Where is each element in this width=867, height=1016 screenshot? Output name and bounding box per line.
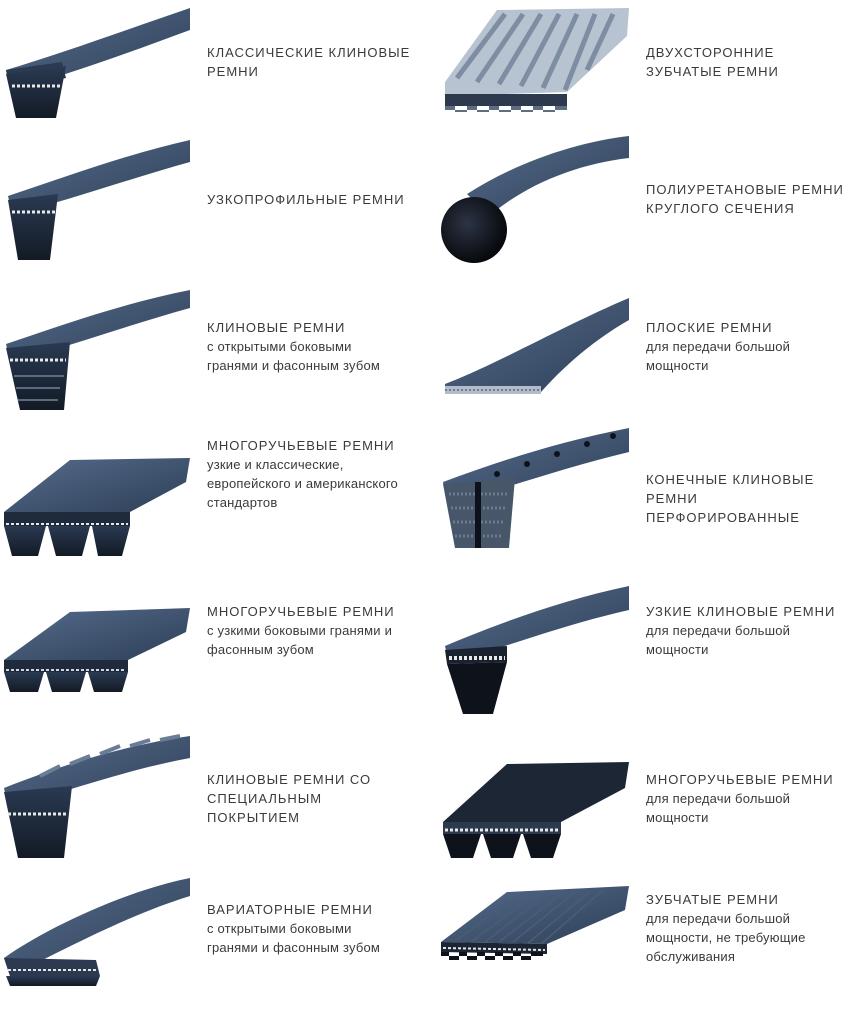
belt-description: европейского и американского bbox=[207, 476, 398, 491]
belt-title: МНОГОРУЧЬЕВЫЕ РЕМНИ bbox=[646, 772, 834, 787]
belt-title: РЕМНИ bbox=[646, 491, 698, 506]
belt-item-flat: ПЛОСКИЕ РЕМНИ для передачи большой мощно… bbox=[437, 286, 867, 426]
belt-description: для передачи большой bbox=[646, 339, 791, 354]
belt-title: УЗКИЕ КЛИНОВЫЕ РЕМНИ bbox=[646, 604, 836, 619]
belt-item-double-sided-timing: ДВУХСТОРОННИЕ ЗУБЧАТЫЕ РЕМНИ bbox=[437, 0, 867, 140]
belt-title: ДВУХСТОРОННИЕ bbox=[646, 45, 775, 60]
belt-caption: КЛИНОВЫЕ РЕМНИ СО СПЕЦИАЛЬНЫМ ПОКРЫТИЕМ bbox=[207, 770, 371, 827]
round-polyurethane-belt-icon bbox=[441, 136, 629, 263]
belt-caption: УЗКИЕ КЛИНОВЫЕ РЕМНИ для передачи большо… bbox=[646, 602, 835, 659]
narrow-profile-belt-icon bbox=[8, 140, 190, 260]
belt-item-ribbed-multi: МНОГОРУЧЬЕВЫЕ РЕМНИ с узкими боковыми гр… bbox=[0, 582, 430, 722]
belt-title: ПЕРФОРИРОВАННЫЕ bbox=[646, 510, 800, 525]
belt-description: с узкими боковыми гранями и bbox=[207, 623, 393, 638]
variable-speed-belt-icon bbox=[4, 878, 190, 986]
belt-description: мощности bbox=[646, 810, 709, 825]
belt-title: КЛАССИЧЕСКИЕ КЛИНОВЫЕ bbox=[207, 45, 411, 60]
belt-title: ВАРИАТОРНЫЕ РЕМНИ bbox=[207, 902, 373, 917]
belt-description: с открытыми боковыми bbox=[207, 921, 352, 936]
belt-item-perforated-link: КОНЕЧНЫЕ КЛИНОВЫЕ РЕМНИ ПЕРФОРИРОВАННЫЕ bbox=[437, 420, 867, 560]
double-sided-timing-belt-icon bbox=[445, 8, 629, 112]
belt-description: с открытыми боковыми bbox=[207, 339, 352, 354]
belt-caption: ДВУХСТОРОННИЕ ЗУБЧАТЫЕ РЕМНИ bbox=[646, 43, 779, 81]
belt-caption: УЗКОПРОФИЛЬНЫЕ РЕМНИ bbox=[207, 190, 405, 209]
belt-description: мощности bbox=[646, 642, 709, 657]
belt-title: КЛИНОВЫЕ РЕМНИ СО bbox=[207, 772, 372, 787]
belt-title: ЗУБЧАТЫЕ РЕМНИ bbox=[646, 892, 779, 907]
belt-title: МНОГОРУЧЬЕВЫЕ РЕМНИ bbox=[207, 604, 395, 619]
belt-description: обслуживания bbox=[646, 949, 736, 964]
belt-caption: ПОЛИУРЕТАНОВЫЕ РЕМНИ КРУГЛОГО СЕЧЕНИЯ bbox=[646, 180, 844, 218]
perforated-link-belt-icon bbox=[443, 428, 629, 548]
coated-v-belt-icon bbox=[4, 734, 190, 858]
belt-title: ПЛОСКИЕ РЕМНИ bbox=[646, 320, 773, 335]
belt-title: ПОЛИУРЕТАНОВЫЕ РЕМНИ bbox=[646, 182, 844, 197]
timing-belt-icon bbox=[441, 886, 629, 960]
belt-item-high-power-multi: МНОГОРУЧЬЕВЫЕ РЕМНИ для передачи большой… bbox=[437, 752, 867, 892]
belt-description: для передачи большой bbox=[646, 911, 791, 926]
cogged-v-belt-icon bbox=[6, 290, 190, 410]
belt-item-round-polyurethane: ПОЛИУРЕТАНОВЫЕ РЕМНИ КРУГЛОГО СЕЧЕНИЯ bbox=[437, 132, 867, 272]
belt-caption: КЛИНОВЫЕ РЕМНИ с открытыми боковыми гран… bbox=[207, 318, 380, 375]
belt-caption: МНОГОРУЧЬЕВЫЕ РЕМНИ для передачи большой… bbox=[646, 770, 834, 827]
belt-caption: КЛАССИЧЕСКИЕ КЛИНОВЫЕ РЕМНИ bbox=[207, 43, 410, 81]
classic-v-belt-icon bbox=[6, 8, 190, 118]
belt-title: УЗКОПРОФИЛЬНЫЕ РЕМНИ bbox=[207, 192, 405, 207]
belt-title: КЛИНОВЫЕ РЕМНИ bbox=[207, 320, 346, 335]
belt-caption: МНОГОРУЧЬЕВЫЕ РЕМНИ узкие и классические… bbox=[207, 436, 398, 512]
belt-description: для передачи большой bbox=[646, 791, 791, 806]
belt-description: мощности bbox=[646, 358, 709, 373]
belt-description: гранями и фасонным зубом bbox=[207, 358, 381, 373]
banded-multi-v-belt-icon bbox=[4, 458, 190, 556]
belt-title: РЕМНИ bbox=[207, 64, 259, 79]
belt-title: МНОГОРУЧЬЕВЫЕ РЕМНИ bbox=[207, 438, 395, 453]
belt-description: фасонным зубом bbox=[207, 642, 314, 657]
belt-item-classic: КЛАССИЧЕСКИЕ КЛИНОВЫЕ РЕМНИ bbox=[0, 0, 430, 140]
belt-title: ЗУБЧАТЫЕ РЕМНИ bbox=[646, 64, 779, 79]
belt-caption: ЗУБЧАТЫЕ РЕМНИ для передачи большой мощн… bbox=[646, 890, 806, 966]
belt-title: КРУГЛОГО СЕЧЕНИЯ bbox=[646, 201, 795, 216]
belt-description: для передачи большой bbox=[646, 623, 791, 638]
flat-belt-icon bbox=[445, 298, 629, 394]
high-power-multi-v-belt-icon bbox=[443, 762, 629, 858]
belt-item-variable-speed: ВАРИАТОРНЫЕ РЕМНИ с открытыми боковыми г… bbox=[0, 866, 430, 1006]
belt-title: СПЕЦИАЛЬНЫМ bbox=[207, 791, 323, 806]
belt-caption: ВАРИАТОРНЫЕ РЕМНИ с открытыми боковыми г… bbox=[207, 900, 380, 957]
belt-description: мощности, не требующие bbox=[646, 930, 806, 945]
belt-item-narrow-v: УЗКИЕ КЛИНОВЫЕ РЕМНИ для передачи большо… bbox=[437, 582, 867, 722]
belt-caption: КОНЕЧНЫЕ КЛИНОВЫЕ РЕМНИ ПЕРФОРИРОВАННЫЕ bbox=[646, 470, 814, 527]
belt-description: стандартов bbox=[207, 495, 278, 510]
belt-item-timing: ЗУБЧАТЫЕ РЕМНИ для передачи большой мощн… bbox=[437, 876, 867, 1016]
ribbed-multi-v-belt-icon bbox=[4, 608, 190, 692]
belt-title: ПОКРЫТИЕМ bbox=[207, 810, 300, 825]
belt-caption: МНОГОРУЧЬЕВЫЕ РЕМНИ с узкими боковыми гр… bbox=[207, 602, 395, 659]
belt-caption: ПЛОСКИЕ РЕМНИ для передачи большой мощно… bbox=[646, 318, 790, 375]
narrow-v-belt-icon bbox=[445, 586, 629, 714]
belt-description: узкие и классические, bbox=[207, 457, 344, 472]
belt-description: гранями и фасонным зубом bbox=[207, 940, 381, 955]
belt-item-cogged: КЛИНОВЫЕ РЕМНИ с открытыми боковыми гран… bbox=[0, 282, 430, 422]
belt-title: КОНЕЧНЫЕ КЛИНОВЫЕ bbox=[646, 472, 815, 487]
belt-item-narrow-profile: УЗКОПРОФИЛЬНЫЕ РЕМНИ bbox=[0, 132, 430, 272]
belt-item-banded-multi: МНОГОРУЧЬЕВЫЕ РЕМНИ узкие и классические… bbox=[0, 432, 430, 572]
belt-item-coated: КЛИНОВЫЕ РЕМНИ СО СПЕЦИАЛЬНЫМ ПОКРЫТИЕМ bbox=[0, 728, 430, 868]
